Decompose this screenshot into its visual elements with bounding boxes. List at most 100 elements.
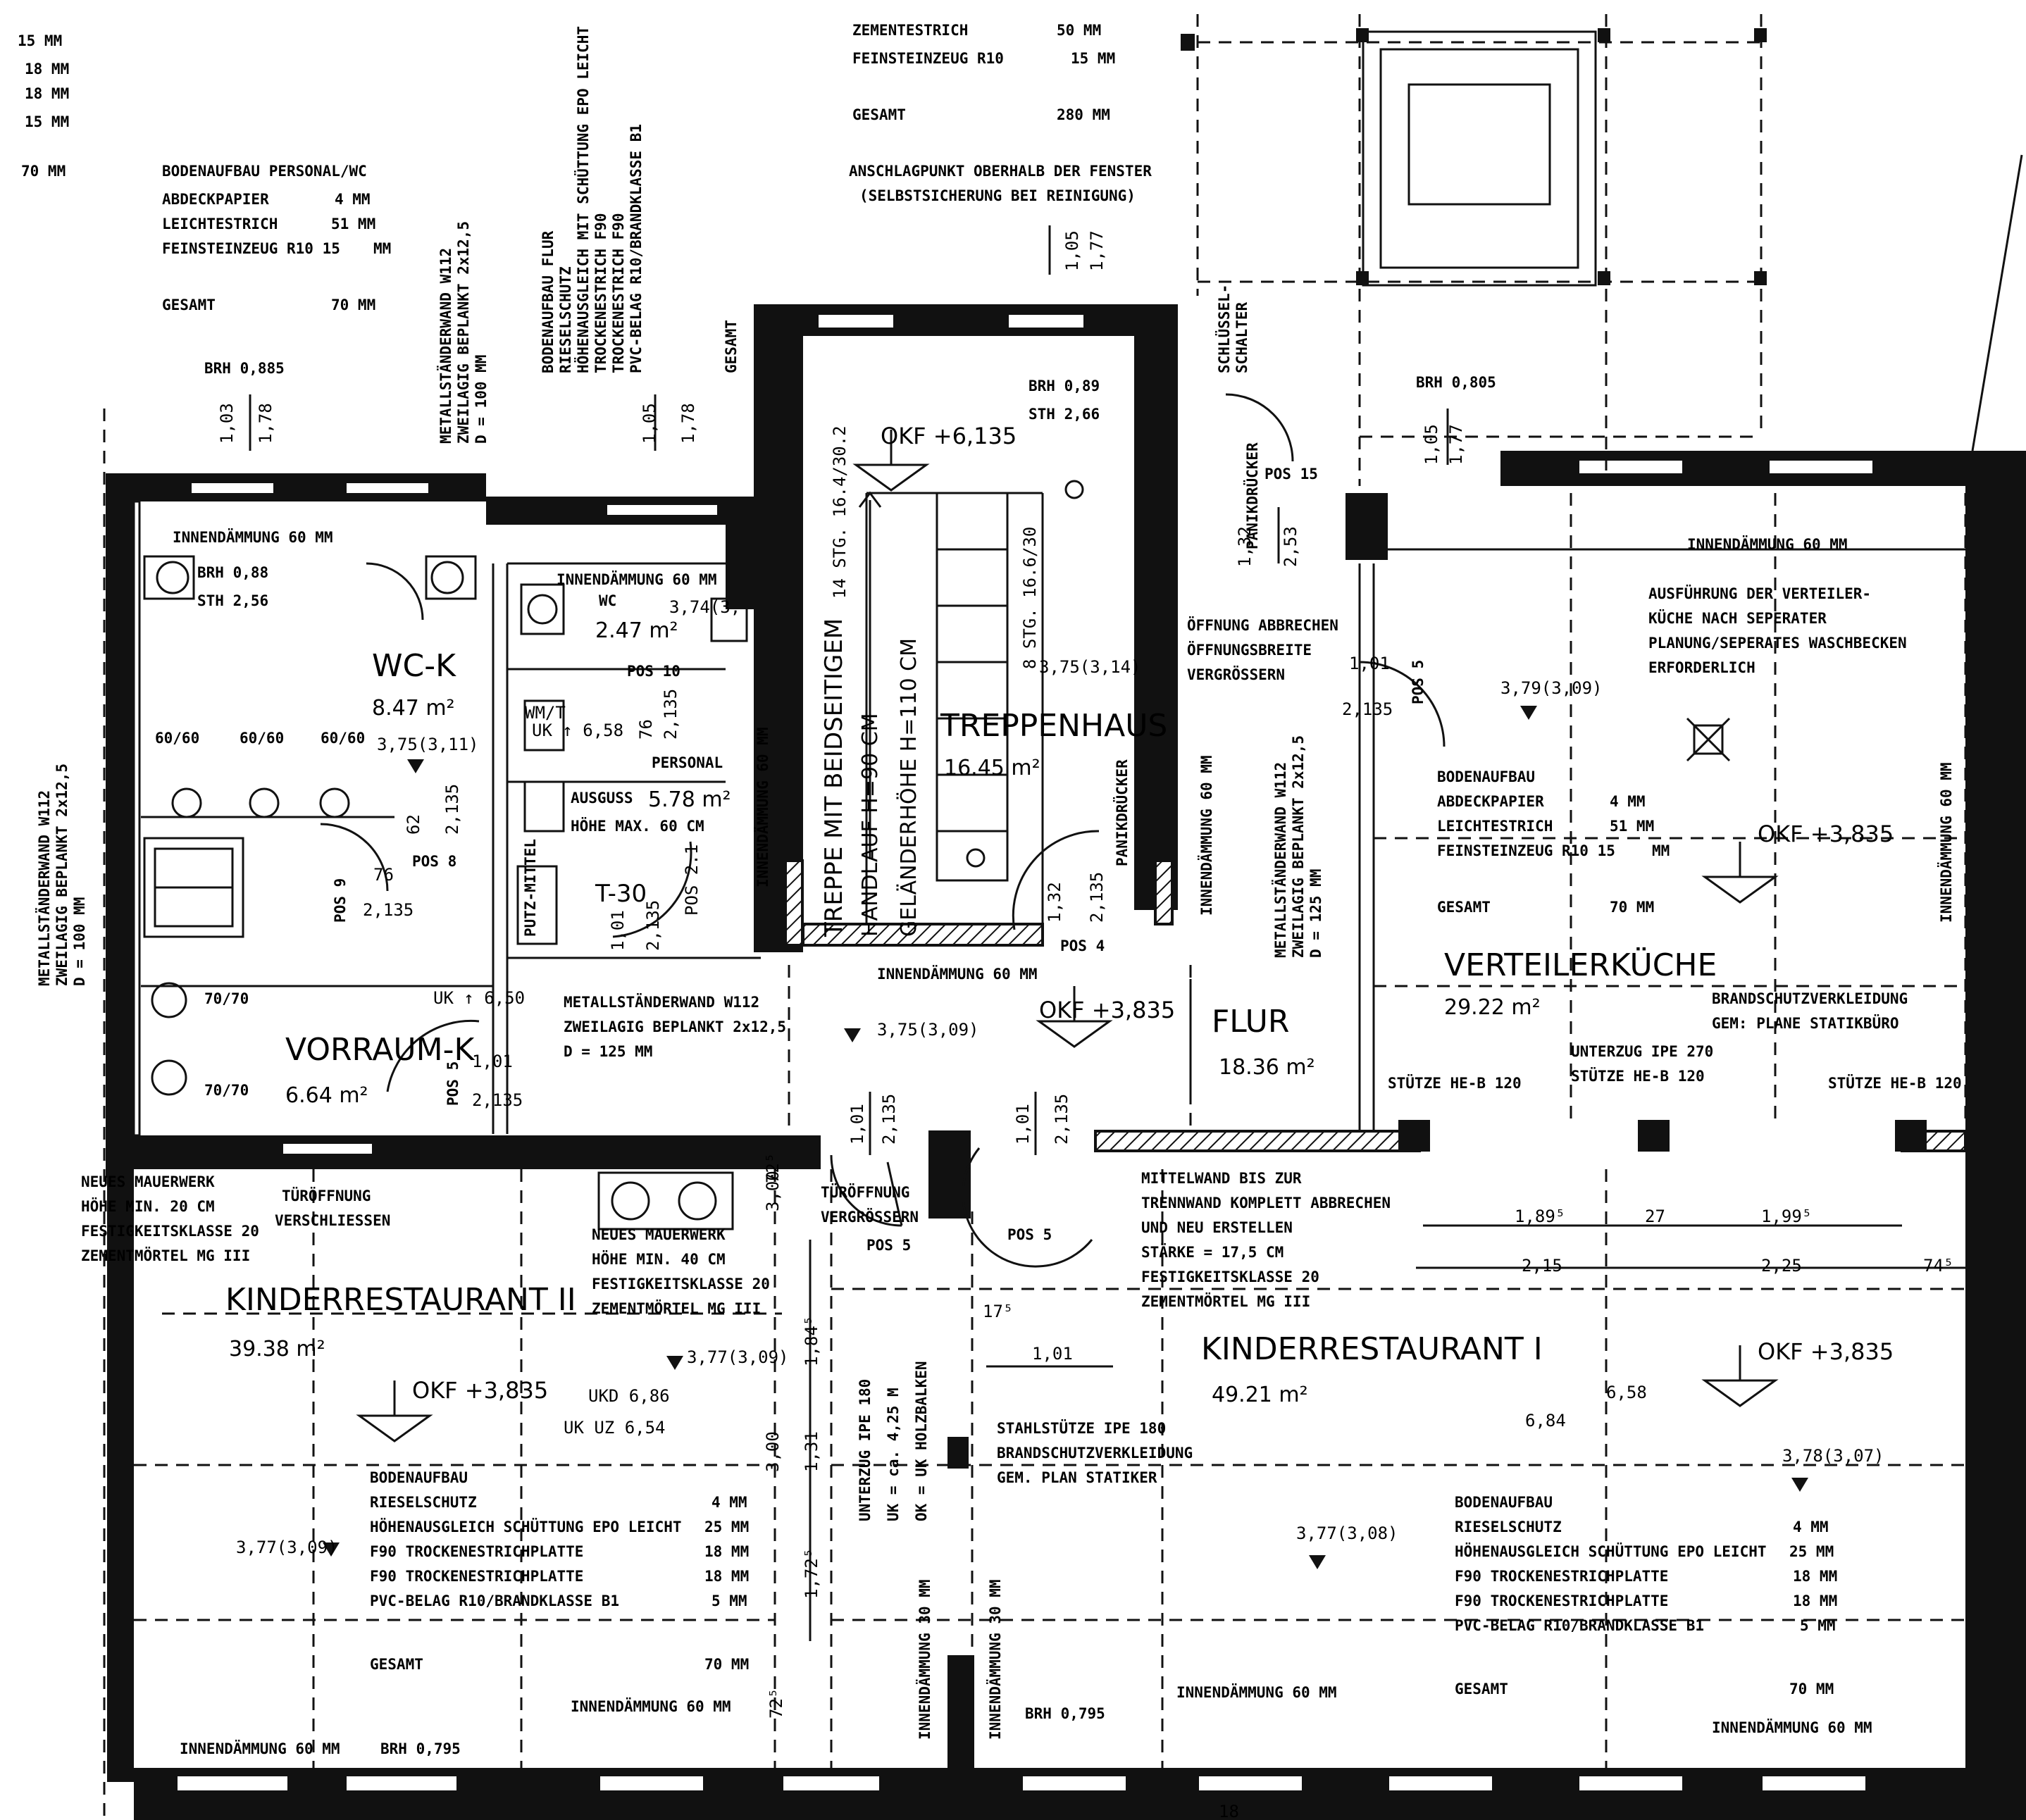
level-marker-icon [1520,706,1537,720]
svg-text:T-30: T-30 [595,880,647,908]
room-name-kr2: KINDERRESTAURANT II [225,1282,576,1318]
svg-text:RIESELSCHUTZ: RIESELSCHUTZ [557,266,574,373]
svg-text:VERSCHLIESSEN: VERSCHLIESSEN [275,1212,390,1229]
washbasin-icon [710,597,748,642]
svg-text:HÖHE MIN. 40 CM: HÖHE MIN. 40 CM [592,1250,726,1268]
svg-text:1,78: 1,78 [256,403,275,444]
svg-text:15 MM: 15 MM [18,32,62,49]
svg-text:SCHALTER: SCHALTER [1233,301,1250,373]
svg-text:4 MM: 4 MM [711,1494,747,1511]
svg-text:POS 8: POS 8 [412,853,456,870]
svg-text:18 MM: 18 MM [1793,1592,1837,1609]
svg-text:PLANUNG/SEPERATES WASCHBECKEN: PLANUNG/SEPERATES WASCHBECKEN [1648,635,1907,652]
level-wck: 3,75(3,11) [377,735,479,754]
svg-text:5 MM: 5 MM [711,1592,747,1609]
svg-text:UK UZ 6,54: UK UZ 6,54 [564,1418,666,1438]
svg-text:BRH 0,805: BRH 0,805 [1416,374,1496,391]
svg-text:UK = ca. 4,25 M: UK = ca. 4,25 M [885,1388,902,1521]
level-kr1-right: 3,78(3,07) [1782,1446,1884,1466]
svg-text:BRH 0,89: BRH 0,89 [1028,378,1100,394]
svg-text:FESTIGKEITSKLASSE 20: FESTIGKEITSKLASSE 20 [1141,1269,1319,1285]
svg-text:GESAMT: GESAMT [162,297,216,313]
level-kr2-left: 3,77(3,09) [236,1538,338,1557]
svg-text:BODENAUFBAU: BODENAUFBAU [1455,1494,1553,1511]
svg-text:LEICHTESTRICH: LEICHTESTRICH [1437,818,1553,835]
svg-text:1,89⁵: 1,89⁵ [1515,1207,1565,1226]
svg-text:HANDLAUF H=90 CM: HANDLAUF H=90 CM [858,713,883,937]
svg-text:POS 5: POS 5 [1007,1226,1052,1243]
svg-text:POS 4: POS 4 [1060,937,1105,954]
level-stair: 3,75(3,14) [1039,657,1141,677]
svg-text:ANSCHLAGPUNKT OBERHALB DER FEN: ANSCHLAGPUNKT OBERHALB DER FENSTER [849,163,1152,180]
svg-text:2,25: 2,25 [1761,1256,1802,1276]
svg-text:GESAMT: GESAMT [723,320,740,373]
svg-text:ZWEILAGIG BEPLANKT 2x12,5: ZWEILAGIG BEPLANKT 2x12,5 [564,1018,786,1035]
svg-text:2,135: 2,135 [1052,1094,1071,1145]
svg-text:ABDECKPAPIER: ABDECKPAPIER [162,191,269,208]
floor-buildup-top: ZEMENTESTRICH 50 MM FEINSTEINZEUG R10 15… [849,22,1152,204]
svg-text:VERGRÖSSERN: VERGRÖSSERN [821,1208,919,1226]
svg-text:D = 125 MM: D = 125 MM [564,1043,652,1060]
svg-text:STH 2,56: STH 2,56 [197,592,268,609]
svg-text:BRANDSCHUTZVERKLEIDUNG: BRANDSCHUTZVERKLEIDUNG [1712,990,1908,1007]
svg-text:RIESELSCHUTZ: RIESELSCHUTZ [370,1494,477,1511]
level-marker-icon [407,759,424,773]
svg-text:INNENDÄMMUNG 60 MM: INNENDÄMMUNG 60 MM [173,528,333,546]
svg-text:TROCKENESTRICH F90: TROCKENESTRICH F90 [610,213,627,373]
svg-text:1,99⁵: 1,99⁵ [1761,1207,1812,1226]
svg-text:18 MM: 18 MM [25,85,69,102]
svg-text:ABDECKPAPIER: ABDECKPAPIER [1437,793,1544,810]
svg-text:INNENDÄMMUNG 60 MM: INNENDÄMMUNG 60 MM [1198,755,1215,916]
dimension-lines [249,225,1965,1641]
misc-labels: BRH 0,885 BRH 0,89 STH 2,66 BRH 0,805 BR… [18,32,1962,1757]
level-kr1: 3,77(3,08) [1296,1523,1398,1543]
level-markers [323,428,1808,1569]
svg-text:POS 5: POS 5 [445,1061,461,1106]
svg-text:POS 15: POS 15 [1264,466,1318,482]
svg-text:PVC-BELAG R10/BRANDKLASSE B1: PVC-BELAG R10/BRANDKLASSE B1 [1455,1617,1704,1634]
svg-text:TÜRÖFFNUNG: TÜRÖFFNUNG [282,1187,371,1204]
level-marker-icon [666,1356,683,1370]
svg-text:INNENDÄMMUNG 30 MM: INNENDÄMMUNG 30 MM [986,1579,1004,1740]
svg-text:D = 125 MM: D = 125 MM [1307,869,1324,958]
vertical-notes: METALLSTÄNDERWAND W112 ZWEILAGIG BEPLANK… [35,26,1955,1740]
svg-text:TÜRÖFFNUNG: TÜRÖFFNUNG [821,1183,909,1201]
svg-text:PANIKDRÜCKER: PANIKDRÜCKER [1113,759,1131,866]
svg-text:BODENAUFBAU PERSONAL/WC: BODENAUFBAU PERSONAL/WC [162,163,367,180]
svg-text:PVC-BELAG R10/BRANDKLASSE B1: PVC-BELAG R10/BRANDKLASSE B1 [370,1592,619,1609]
svg-text:HÖHENAUSGLEICH MIT SCHÜTTUNG E: HÖHENAUSGLEICH MIT SCHÜTTUNG EPO LEICHT [574,26,592,373]
toilet-icon [425,555,477,600]
svg-text:1,01: 1,01 [1013,1104,1033,1145]
svg-text:STÄRKE = 17,5 CM: STÄRKE = 17,5 CM [1141,1243,1284,1261]
svg-text:HÖHE MIN. 20 CM: HÖHE MIN. 20 CM [81,1197,215,1215]
svg-text:51 MM: 51 MM [1610,818,1654,835]
svg-text:FEINSTEINZEUG R10 15: FEINSTEINZEUG R10 15 [1437,842,1615,859]
svg-text:1,01: 1,01 [472,1052,513,1071]
svg-text:4 MM: 4 MM [335,191,371,208]
level-kr2: 3,77(3,09) [687,1347,789,1367]
svg-text:1,72⁵: 1,72⁵ [802,1548,821,1599]
svg-text:18 MM: 18 MM [25,61,69,77]
door-arcs [320,393,1446,1268]
svg-text:18 MM: 18 MM [704,1543,749,1560]
svg-text:OK = UK HOLZBALKEN: OK = UK HOLZBALKEN [913,1361,930,1521]
svg-text:UNTERZUG IPE 270: UNTERZUG IPE 270 [1571,1043,1713,1060]
svg-text:3,00: 3,00 [763,1431,783,1472]
svg-text:GESAMT: GESAMT [370,1656,423,1673]
svg-text:METALLSTÄNDERWAND W112: METALLSTÄNDERWAND W112 [564,993,759,1011]
svg-text:70/70: 70/70 [204,1082,249,1099]
svg-text:STÜTZE HE-B 120: STÜTZE HE-B 120 [1828,1074,1962,1092]
floor-buildup-personal: BODENAUFBAU PERSONAL/WC ABDECKPAPIER 4 M… [162,163,391,313]
room-name-ausguss: AUSGUSS [571,790,633,806]
floor-buildup-kr2: BODENAUFBAU RIESELSCHUTZ 4 MM HÖHENAUSGL… [370,1469,749,1673]
svg-text:D = 100 MM: D = 100 MM [71,897,88,986]
room-area-treppenhaus: 16.45 m² [944,756,1040,780]
svg-text:HÖHENAUSGLEICH SCHÜTTUNG EPO L: HÖHENAUSGLEICH SCHÜTTUNG EPO LEICHT [1455,1542,1767,1560]
room-area-verteilerkueche: 29.22 m² [1444,995,1541,1020]
svg-text:GESAMT: GESAMT [1437,899,1491,916]
toilet-icon [520,583,565,635]
svg-text:70 MM: 70 MM [704,1656,749,1673]
svg-text:INNENDÄMMUNG 60 MM: INNENDÄMMUNG 60 MM [754,727,771,887]
room-name-verteilerkueche: VERTEILERKÜCHE [1444,947,1717,983]
room-name-flur: FLUR [1212,1004,1289,1040]
